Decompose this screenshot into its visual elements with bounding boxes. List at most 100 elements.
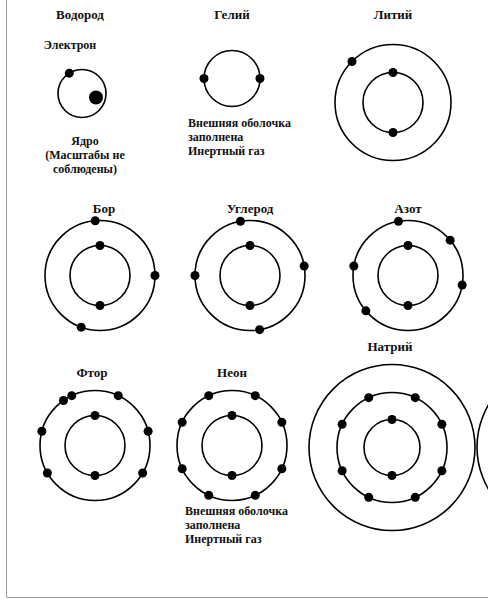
atom-drawing	[167, 365, 297, 509]
electron-dot	[251, 490, 260, 499]
electron-dot	[389, 68, 398, 77]
electron-shell	[45, 220, 155, 330]
electron-dot	[255, 325, 264, 334]
electron-shell	[65, 415, 125, 475]
electron-dot	[37, 426, 46, 435]
electron-shell	[70, 245, 130, 305]
electron-dot	[277, 417, 286, 426]
electron-dot	[191, 271, 200, 280]
atom-drawing	[299, 339, 485, 539]
electron-dot	[114, 391, 123, 400]
electron-dot	[404, 241, 413, 250]
electron-dot	[364, 492, 373, 501]
electron-dot	[67, 391, 76, 400]
electron-dot	[338, 419, 347, 428]
atom-drawing	[325, 7, 461, 169]
element-name: Литий	[374, 7, 413, 22]
electron-dot	[338, 466, 347, 475]
element-name: Углерод	[227, 201, 274, 216]
electron-dot	[349, 261, 358, 270]
electron-dot	[361, 306, 370, 315]
electron-dot	[151, 271, 160, 280]
electron-shell	[337, 392, 447, 502]
electron-dot	[404, 301, 413, 310]
atom-drawing	[185, 201, 315, 339]
electron-dot	[446, 235, 455, 244]
atom-model: Гелий	[194, 7, 270, 115]
electron-dot	[91, 411, 100, 420]
electron-dot	[246, 241, 255, 250]
electron-dot	[96, 301, 105, 310]
electron-dot	[437, 466, 446, 475]
electron-shell	[220, 245, 280, 305]
electron-dot	[388, 415, 397, 424]
element-name: Азот	[394, 201, 421, 216]
electron-dot	[251, 391, 260, 400]
electron-dot	[246, 301, 255, 310]
electron-dot	[347, 56, 356, 65]
electron-dot	[228, 471, 237, 480]
electron-dot	[91, 471, 100, 480]
electron-dot	[43, 468, 52, 477]
electron-shell	[58, 69, 106, 117]
electron-dot	[77, 322, 86, 331]
element-name: Водород	[56, 7, 104, 22]
electron-shell	[378, 245, 438, 305]
atom-drawing	[35, 201, 165, 339]
electron-shell	[195, 220, 305, 330]
electron-dot	[277, 464, 286, 473]
atom-model: Бор	[35, 201, 165, 339]
atom-model: Натрий	[299, 339, 485, 539]
electron-dot	[204, 391, 213, 400]
element-name: Натрий	[367, 339, 412, 354]
electron-shell	[202, 415, 262, 475]
element-name: Бор	[93, 201, 115, 216]
electron-shell	[177, 390, 287, 500]
electron-dot	[458, 280, 467, 289]
electron-dot	[65, 68, 74, 77]
electron-dot	[178, 417, 187, 426]
atom-drawing	[48, 7, 116, 126]
atom-drawing	[343, 201, 473, 339]
electron-shell	[40, 390, 150, 500]
atom-model: Фтор	[30, 365, 160, 509]
atom-drawing	[30, 365, 160, 509]
electron-dot	[178, 464, 187, 473]
electron-shell	[364, 419, 420, 475]
electron-dot	[256, 74, 265, 83]
electron-dot	[204, 490, 213, 499]
part-label: Электрон	[44, 38, 97, 52]
electron-shell	[204, 50, 260, 106]
atom-model: Неон	[167, 365, 297, 509]
nucleus-dot	[89, 90, 103, 104]
note-text: Внешняя оболочка заполнена Инертный газ	[188, 116, 292, 158]
atom-drawing	[194, 7, 270, 115]
electron-dot	[236, 216, 245, 225]
electron-shell	[353, 220, 463, 330]
electron-dot	[411, 492, 420, 501]
atom-shell-partial	[477, 364, 488, 530]
electron-shell	[335, 44, 451, 160]
electron-dot	[96, 241, 105, 250]
element-name: Фтор	[76, 365, 107, 380]
atom-model: Литий	[325, 7, 461, 169]
element-name: Гелий	[214, 7, 249, 22]
electron-dot	[394, 216, 403, 225]
electron-dot	[228, 411, 237, 420]
atom-model: Углерод	[185, 201, 315, 339]
electron-dot	[437, 419, 446, 428]
electron-dot	[388, 471, 397, 480]
note-text: Ядро (Масштабы не соблюдены)	[45, 134, 126, 176]
frame-line	[6, 0, 7, 597]
atom-model: Азот	[343, 201, 473, 339]
note-text: Внешняя оболочка заполнена Инертный газ	[185, 504, 289, 546]
electron-dot	[144, 426, 153, 435]
electron-dot	[91, 216, 100, 225]
electron-shell	[309, 364, 475, 530]
electron-shell	[363, 72, 423, 132]
electron-dot	[411, 393, 420, 402]
electron-dot	[364, 393, 373, 402]
electron-dot	[300, 261, 309, 270]
electron-dot	[389, 128, 398, 137]
